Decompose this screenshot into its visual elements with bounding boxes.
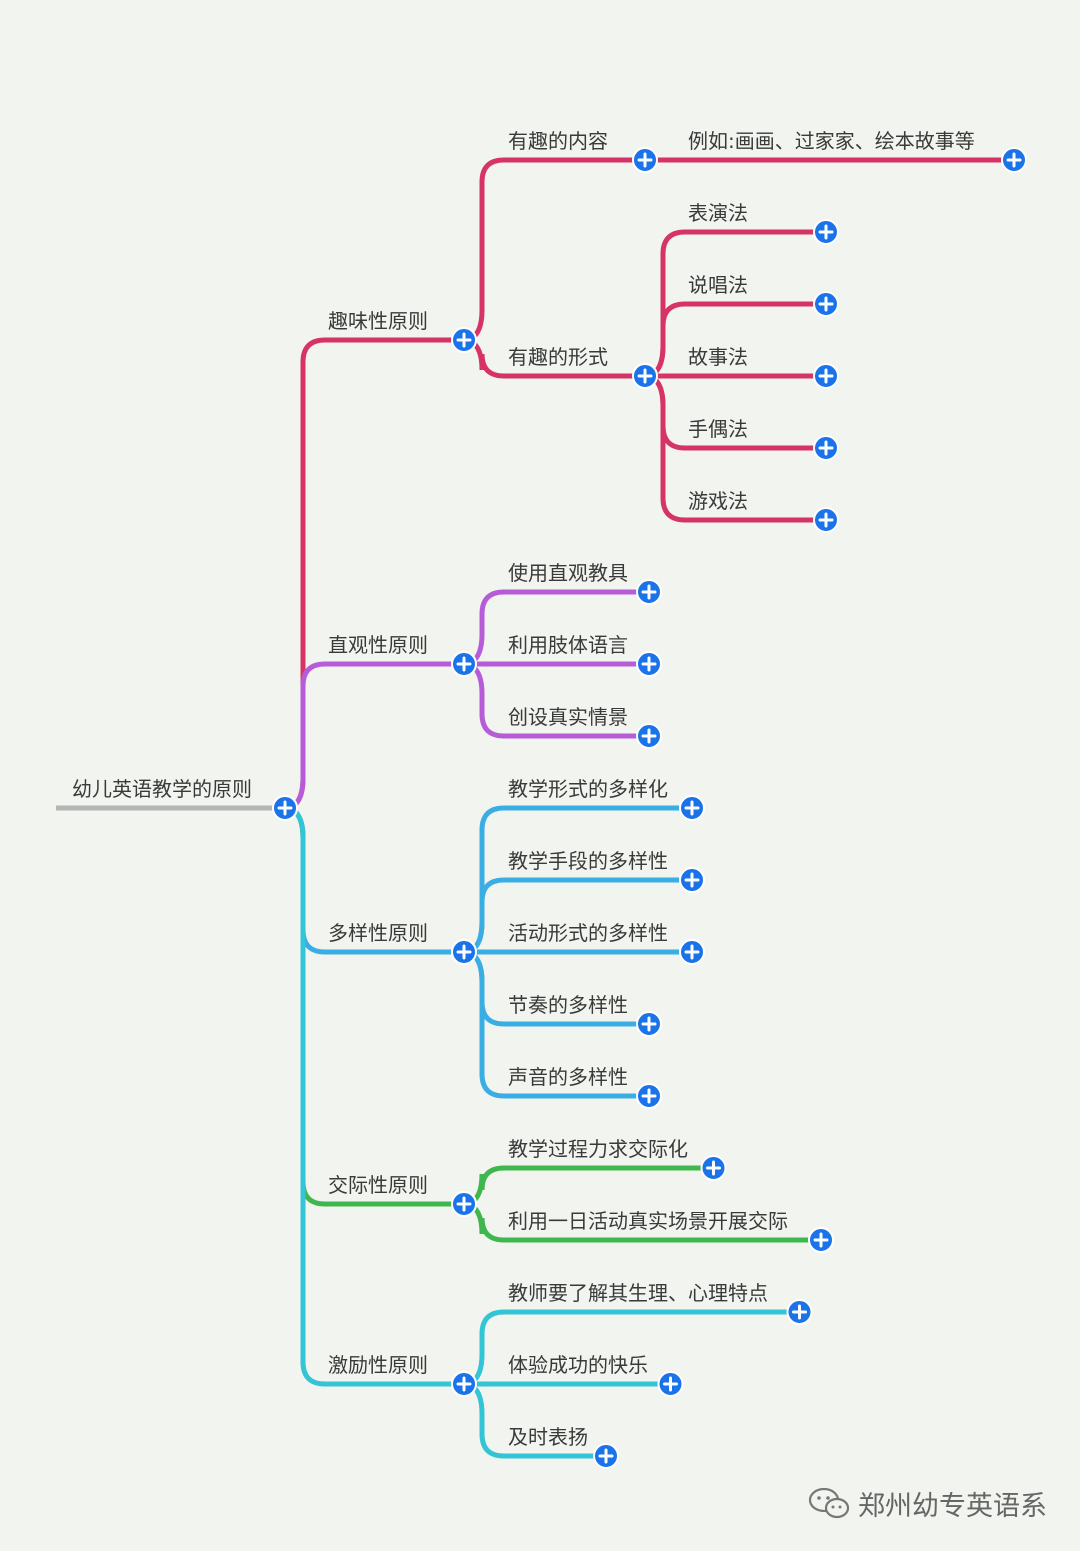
- subtopic-label: 手偶法: [688, 417, 748, 441]
- subtopic-label: 表演法: [688, 201, 748, 225]
- subtopic-expand-button[interactable]: [813, 507, 839, 533]
- topic-connector: [461, 1165, 716, 1207]
- topic-expand-button[interactable]: [808, 1227, 834, 1253]
- topic-connector: [461, 157, 648, 343]
- topic-label: 活动形式的多样性: [508, 921, 668, 945]
- topic-expand-button[interactable]: [636, 723, 662, 749]
- topic-label: 教学手段的多样性: [508, 849, 668, 873]
- branch-label: 多样性原则: [328, 921, 428, 945]
- topic-expand-button[interactable]: [679, 795, 705, 821]
- subtopic-label: 说唱法: [688, 273, 748, 297]
- branch-connector: [282, 337, 467, 811]
- topic-label: 体验成功的快乐: [508, 1353, 648, 1377]
- subtopic-label: 例如:画画、过家家、绘本故事等: [688, 129, 975, 153]
- subtopic-expand-button[interactable]: [813, 363, 839, 389]
- subtopic-label: 游戏法: [688, 489, 748, 513]
- topic-expand-button[interactable]: [632, 363, 658, 389]
- branch-expand-button[interactable]: [451, 939, 477, 965]
- topic-expand-button[interactable]: [636, 651, 662, 677]
- topic-label: 及时表扬: [508, 1425, 588, 1449]
- branch-expand-button[interactable]: [451, 1371, 477, 1397]
- topic-expand-button[interactable]: [786, 1299, 813, 1325]
- root-topic: 幼儿英语教学的原则: [72, 777, 252, 801]
- branch-label: 趣味性原则: [328, 309, 428, 333]
- topic-expand-button[interactable]: [700, 1155, 727, 1181]
- topic-expand-button[interactable]: [657, 1371, 684, 1397]
- topic-label: 有趣的内容: [508, 129, 608, 153]
- branch-connector: [282, 661, 467, 811]
- topic-label: 使用直观教具: [508, 561, 628, 585]
- topic-label: 利用肢体语言: [508, 633, 628, 657]
- topic-label: 教师要了解其生理、心理特点: [508, 1281, 768, 1305]
- topic-expand-button[interactable]: [679, 867, 705, 893]
- branch-label: 直观性原则: [328, 633, 428, 657]
- topic-label: 声音的多样性: [508, 1065, 628, 1089]
- subtopic-expand-button[interactable]: [813, 291, 839, 317]
- topic-expand-button[interactable]: [636, 579, 662, 605]
- topic-expand-button[interactable]: [679, 939, 705, 965]
- watermark-text: 郑州幼专英语系: [858, 1490, 1047, 1522]
- subtopic-expand-button[interactable]: [1001, 147, 1027, 173]
- wechat-icon: [808, 1487, 850, 1519]
- root-expand-button[interactable]: [272, 795, 298, 821]
- subtopic-expand-button[interactable]: [813, 219, 839, 245]
- topic-label: 节奏的多样性: [508, 993, 628, 1017]
- branch-label: 激励性原则: [328, 1353, 428, 1377]
- watermark: 郑州幼专英语系: [808, 1483, 1047, 1523]
- topic-label: 教学形式的多样化: [508, 777, 668, 801]
- topic-expand-button[interactable]: [636, 1083, 662, 1109]
- branch-label: 交际性原则: [328, 1173, 428, 1197]
- branch-connector: [282, 805, 467, 1387]
- topic-label: 利用一日活动真实场景开展交际: [508, 1209, 788, 1233]
- branch-expand-button[interactable]: [451, 651, 477, 677]
- topic-expand-button[interactable]: [632, 147, 658, 173]
- button-layer: [272, 147, 1027, 1469]
- topic-label: 教学过程力求交际化: [508, 1137, 688, 1161]
- branch-connector: [282, 805, 467, 1207]
- topic-expand-button[interactable]: [593, 1443, 619, 1469]
- topic-label: 创设真实情景: [508, 705, 628, 729]
- branch-expand-button[interactable]: [451, 327, 477, 353]
- branch-expand-button[interactable]: [451, 1191, 477, 1217]
- topic-label: 有趣的形式: [508, 345, 608, 369]
- subtopic-label: 故事法: [688, 345, 748, 369]
- subtopic-expand-button[interactable]: [813, 435, 839, 461]
- topic-expand-button[interactable]: [636, 1011, 662, 1037]
